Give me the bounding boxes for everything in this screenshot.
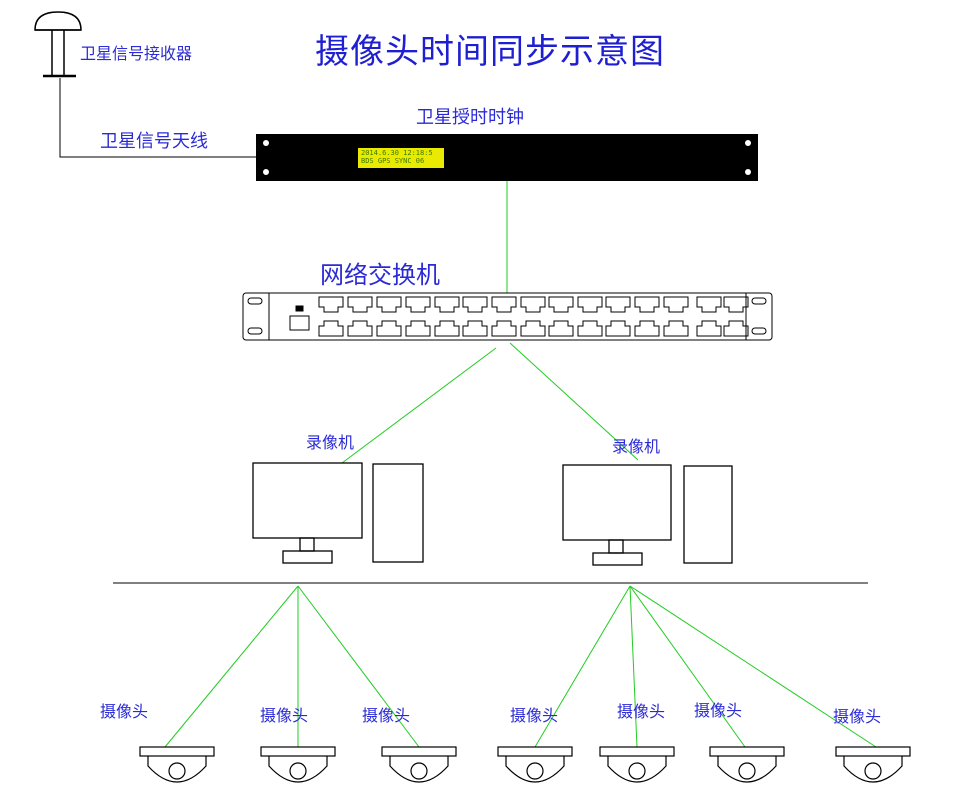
switch-port [520, 296, 546, 337]
camera-device [381, 746, 457, 783]
receiver-label: 卫星信号接收器 [80, 44, 193, 63]
switch-port [577, 296, 603, 337]
camera-link [534, 585, 631, 748]
camera-device [835, 746, 911, 783]
satellite-clock [256, 134, 758, 181]
switch-port [605, 296, 631, 337]
switch-ports [318, 296, 749, 337]
clock-label: 卫星授时时钟 [416, 107, 524, 128]
switch-port [434, 296, 460, 337]
clock-display: 2014.6.30 12:18:5 BDS GPS SYNC 06 [358, 148, 444, 168]
recorder-right [562, 464, 733, 566]
switch-port [376, 296, 402, 337]
link-switch-recorder-right [509, 342, 639, 461]
recorder-right-label: 录像机 [612, 437, 661, 456]
cameras [139, 746, 911, 783]
camera-link [164, 585, 299, 748]
camera-link [629, 585, 638, 748]
camera-device [599, 746, 675, 783]
clock-display-line2: BDS GPS SYNC 06 [361, 157, 425, 165]
switch-port [663, 296, 689, 337]
network-switch [242, 292, 773, 341]
camera-label-2: 摄像头 [260, 706, 309, 725]
switch-port [696, 296, 722, 337]
switch-port [462, 296, 488, 337]
switch-port [634, 296, 660, 337]
camera-links [164, 585, 877, 748]
camera-link [629, 585, 746, 748]
antenna-cable [59, 78, 256, 158]
satellite-receiver [34, 11, 82, 78]
recorder-left-label: 录像机 [306, 433, 355, 452]
camera-label-7: 摄像头 [833, 707, 882, 726]
camera-label-5: 摄像头 [617, 702, 666, 721]
switch-port [548, 296, 574, 337]
clock-display-line1: 2014.6.30 12:18:5 [361, 149, 433, 157]
switch-port [723, 296, 749, 337]
camera-device [709, 746, 785, 783]
camera-device [139, 746, 215, 783]
camera-link [629, 585, 877, 748]
camera-link [297, 585, 420, 748]
link-switch-recorder-left [341, 347, 497, 464]
camera-label-6: 摄像头 [694, 701, 743, 720]
switch-port [491, 296, 517, 337]
antenna-label: 卫星信号天线 [100, 131, 208, 152]
camera-label-3: 摄像头 [362, 706, 411, 725]
camera-device [260, 746, 336, 783]
switch-port [405, 296, 431, 337]
page-title: 摄像头时间同步示意图 [315, 32, 665, 72]
switch-port [318, 296, 344, 337]
camera-label-4: 摄像头 [510, 706, 559, 725]
camera-device [497, 746, 573, 783]
switch-port [347, 296, 373, 337]
camera-label-1: 摄像头 [100, 702, 149, 721]
switch-label: 网络交换机 [320, 261, 440, 289]
recorder-left [252, 462, 424, 564]
